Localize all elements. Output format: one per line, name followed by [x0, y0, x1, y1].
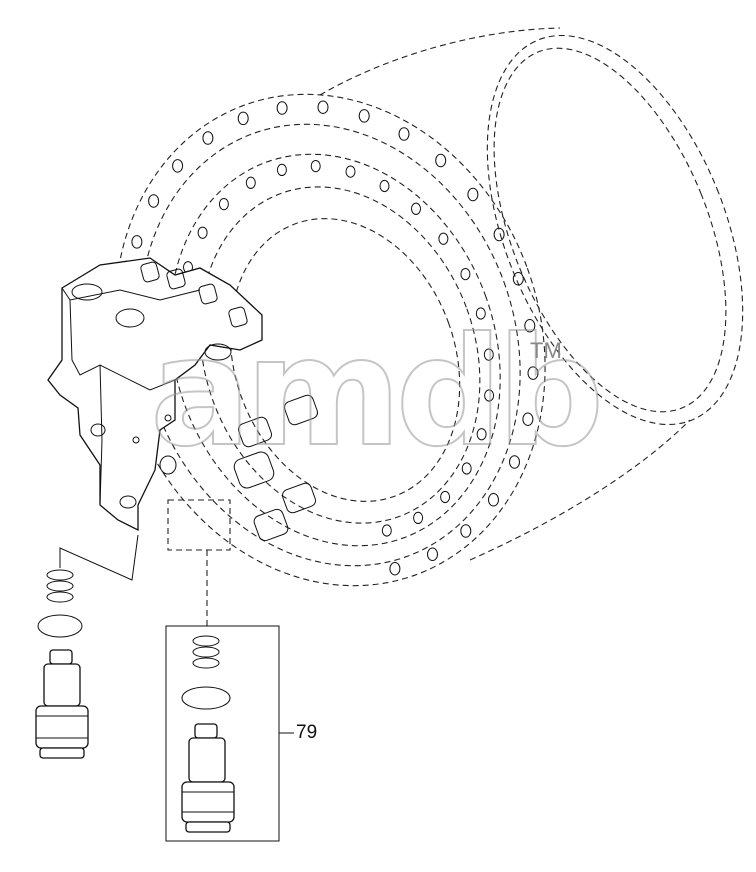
bolt-hole: [358, 109, 370, 123]
pin-2: [164, 414, 172, 422]
watermark-logo: amdb: [149, 306, 605, 480]
cartridge-left-nut: [35, 705, 89, 749]
bolt-hole: [460, 267, 471, 281]
bolt-hole: [317, 100, 329, 114]
drum-bottom-edge: [469, 419, 691, 561]
port-top-center: [115, 308, 145, 328]
bolt-hole: [310, 159, 321, 173]
o-ring-79-1: [192, 635, 220, 647]
bolt-hole: [381, 524, 392, 537]
bolt-hole: [411, 202, 421, 215]
bolt-hole: [493, 227, 505, 242]
cartridge-left-cap: [39, 747, 85, 759]
flange-ring-3: [169, 153, 501, 547]
o-ring-79-3: [192, 657, 220, 669]
bolt-hole: [484, 389, 495, 402]
bolt-hole: [218, 197, 229, 211]
bolt-hole: [527, 366, 539, 380]
drum-top-edge: [319, 27, 561, 96]
flange-ring-4: [199, 186, 481, 524]
bolt-hole: [488, 493, 499, 507]
flange-ring-5: [229, 218, 461, 502]
o-ring-left-3: [46, 591, 74, 603]
bolt-hole: [460, 524, 472, 538]
bolt-hole: [522, 412, 534, 426]
bolt-hole: [276, 163, 287, 177]
watermark-trademark: TM: [530, 338, 562, 363]
relief-valve-79: [165, 550, 294, 842]
flange-bolt-holes: [122, 100, 539, 576]
cartridge-left-body: [43, 663, 81, 707]
bolt-hole: [245, 176, 256, 189]
port-side-2: [159, 455, 177, 475]
bolt-hole: [172, 159, 184, 173]
o-ring-left-2: [46, 580, 74, 592]
cartridge-79-tip: [194, 723, 218, 739]
bolt-hole: [475, 307, 486, 320]
bolt-hole: [509, 455, 520, 469]
port-top-right: [204, 343, 232, 361]
cartridge-79-nut: [181, 781, 235, 823]
bolt-hole: [202, 131, 214, 145]
seal-ring-left: [37, 614, 83, 638]
valve-block-edge-2: [69, 299, 176, 391]
bolt-hole: [197, 226, 208, 239]
bolt-hole: [389, 561, 401, 576]
bolt-hole: [440, 490, 451, 504]
bolt-hole: [524, 318, 536, 333]
port-top-left: [71, 283, 103, 301]
pin-1: [132, 436, 140, 444]
bolt-hole: [438, 232, 449, 245]
bolt-hole: [345, 165, 356, 178]
bolt-hole: [435, 153, 447, 168]
o-ring-79-2: [192, 646, 220, 658]
bolt-hole: [512, 272, 524, 286]
relief-valve-left: [35, 534, 139, 759]
valve-block: [47, 257, 319, 551]
bolt-hole: [276, 101, 288, 115]
bolt-hole: [148, 194, 160, 208]
bolt-hole: [467, 187, 479, 202]
cartridge-79-cap: [185, 821, 231, 833]
valve-block-edge-3: [99, 364, 103, 506]
port-side-1: [90, 423, 106, 437]
bolt-hole: [398, 127, 410, 141]
cartridge-left-tip: [49, 649, 73, 665]
callout-label-79: 79: [296, 722, 318, 743]
bolt-hole: [131, 235, 143, 249]
bolt-hole: [379, 179, 390, 193]
o-ring-left-1: [46, 569, 74, 581]
leader-line-left: [59, 534, 139, 581]
drum-rear-rim-inner: [493, 47, 727, 413]
valve-cavity: [167, 499, 231, 551]
valve-block-edge-1: [61, 287, 201, 301]
bolt-hole: [413, 511, 424, 525]
drum-rear-rim: [486, 34, 744, 426]
bolt-hole: [483, 348, 494, 361]
cartridge-79-body: [188, 737, 226, 783]
bolt-hole: [461, 462, 472, 475]
bolt-hole: [427, 547, 438, 562]
bolt-hole: [237, 111, 249, 126]
seal-ring-79: [181, 686, 231, 710]
bolt-hole: [476, 428, 487, 441]
port-side-3: [119, 495, 137, 509]
block-fittings: [140, 261, 319, 542]
